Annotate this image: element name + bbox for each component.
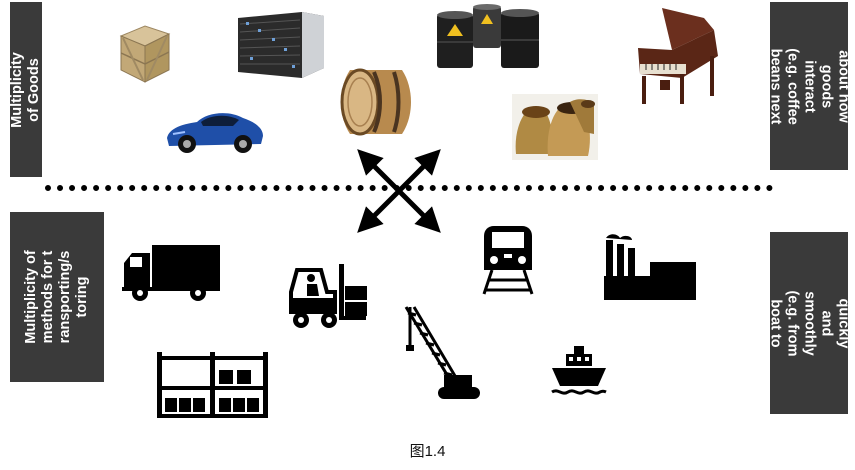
spice-sacks-icon (512, 94, 598, 160)
wooden-barrel-icon (336, 64, 422, 140)
interaction-label-box: Do I worry about how goods interact (e.g… (770, 2, 848, 170)
double-arrow-cross-icon (356, 148, 442, 234)
transport-label: Can I transport quickly and smoothly (e.… (770, 284, 848, 362)
pallet-rack-icon (157, 352, 269, 418)
ship-icon (550, 344, 608, 398)
sports-car-icon (163, 104, 267, 156)
crane-icon (400, 303, 484, 401)
interaction-label: Do I worry about how goods interact (e.g… (770, 47, 848, 125)
forklift-icon (287, 262, 369, 330)
oil-drums-icon (435, 2, 543, 70)
goods-label: Multiplicity of Goods (10, 52, 42, 128)
methods-label: Multiplicity of methods for transporting… (23, 250, 91, 344)
factory-icon (602, 232, 698, 302)
figure-caption: 图1.4 (0, 440, 855, 461)
transport-label-box: Can I transport quickly and smoothly (e.… (770, 232, 848, 414)
truck-icon (122, 243, 222, 303)
wooden-crate-icon (115, 20, 173, 85)
methods-label-box: Multiplicity of methods for transporting… (10, 212, 104, 382)
goods-label-box: Multiplicity of Goods (10, 2, 42, 177)
grand-piano-icon (632, 4, 724, 108)
train-icon (480, 224, 536, 296)
server-rack-icon (236, 10, 328, 80)
